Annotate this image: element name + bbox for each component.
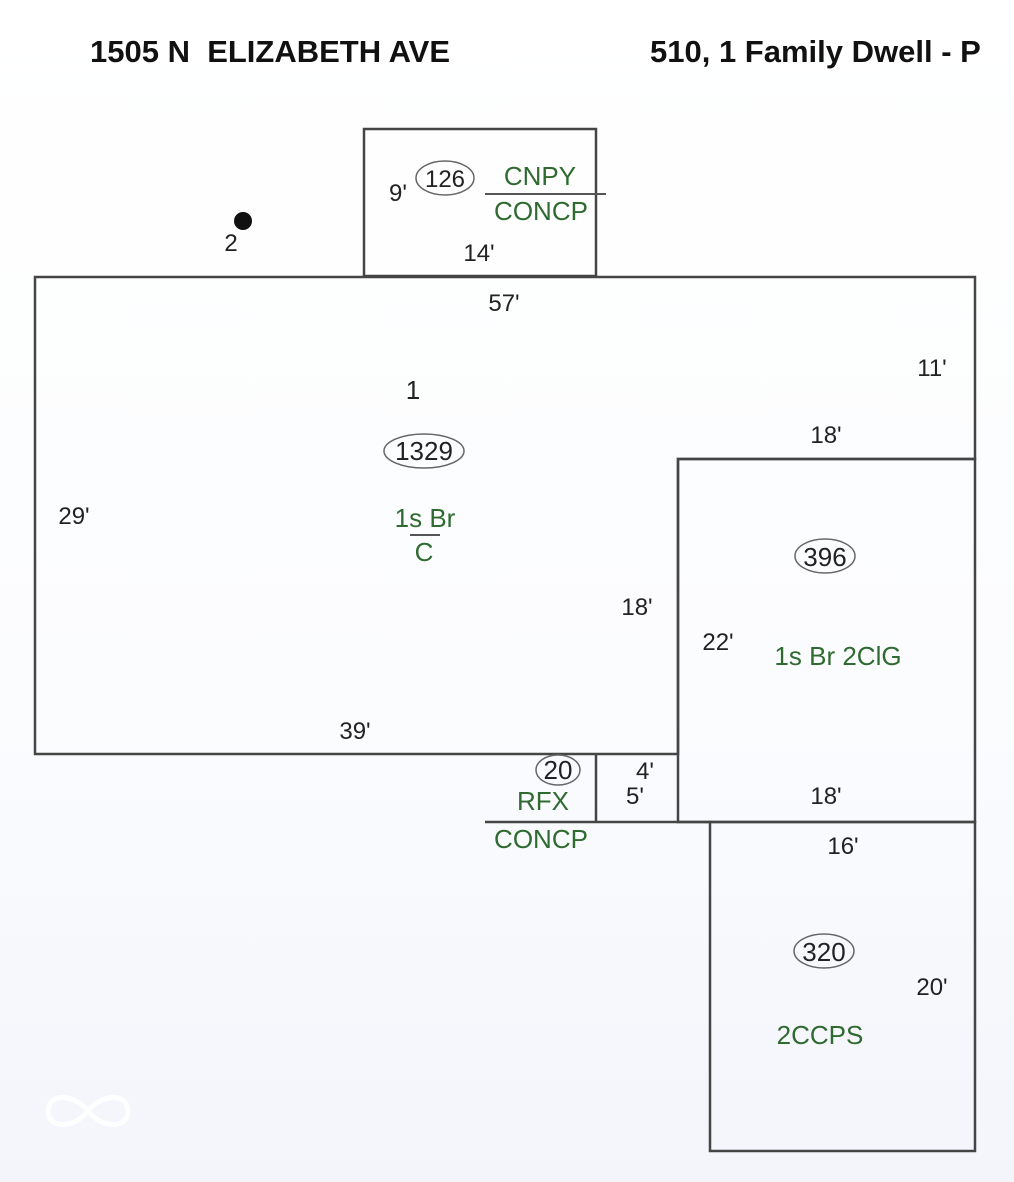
main-dim-right: 11' [917, 355, 947, 382]
canopy-dim-bottom: 14' [463, 240, 494, 267]
carport-dim-top: 16' [827, 833, 858, 860]
canopy-dim-side: 9' [389, 180, 407, 207]
carport-area-oval [793, 933, 855, 969]
porch-dim-b: 5' [626, 783, 644, 810]
main-label-top: 1s Br [395, 503, 456, 533]
carport-area: 320 [802, 937, 845, 967]
main-dim-bottom: 39' [339, 718, 370, 745]
canopy-label-bottom: CONCP [494, 196, 588, 226]
porch-dim-a: 4' [636, 758, 654, 785]
wing-area-oval [794, 538, 856, 574]
main-outline [33, 275, 977, 756]
wing-area: 396 [803, 542, 846, 572]
property-class: 510, 1 Family Dwell - P [650, 34, 981, 69]
main-dim-step: 18' [810, 422, 841, 449]
porch-area-oval [535, 754, 581, 786]
porch-area: 20 [544, 755, 573, 785]
watermark-logo-icon [45, 1095, 131, 1127]
main-number: 1 [406, 375, 420, 405]
main-dim-top: 57' [488, 290, 519, 317]
wing-dim-side: 22' [702, 629, 733, 656]
marker-dot-icon [234, 212, 252, 230]
porch-label-top: RFX [517, 786, 569, 816]
carport-label: 2CCPS [777, 1020, 864, 1050]
canopy-area-oval [415, 160, 475, 196]
porch-label-bottom: CONCP [494, 824, 588, 854]
main-area: 1329 [395, 436, 453, 466]
canopy-area: 126 [425, 166, 465, 193]
marker-label: 2 [224, 230, 237, 257]
address-title: 1505 N ELIZABETH AVE [90, 34, 451, 69]
main-dim-left: 29' [58, 503, 89, 530]
carport-outline [708, 820, 977, 1153]
main-area-oval [383, 433, 465, 469]
wing-label: 1s Br 2ClG [774, 641, 901, 671]
canopy-label-top: CNPY [504, 161, 576, 191]
carport-dim-side: 20' [916, 974, 947, 1001]
main-dim-inner: 18' [621, 594, 652, 621]
main-label-bottom: C [415, 537, 434, 567]
wing-dim-bottom: 18' [810, 783, 841, 810]
